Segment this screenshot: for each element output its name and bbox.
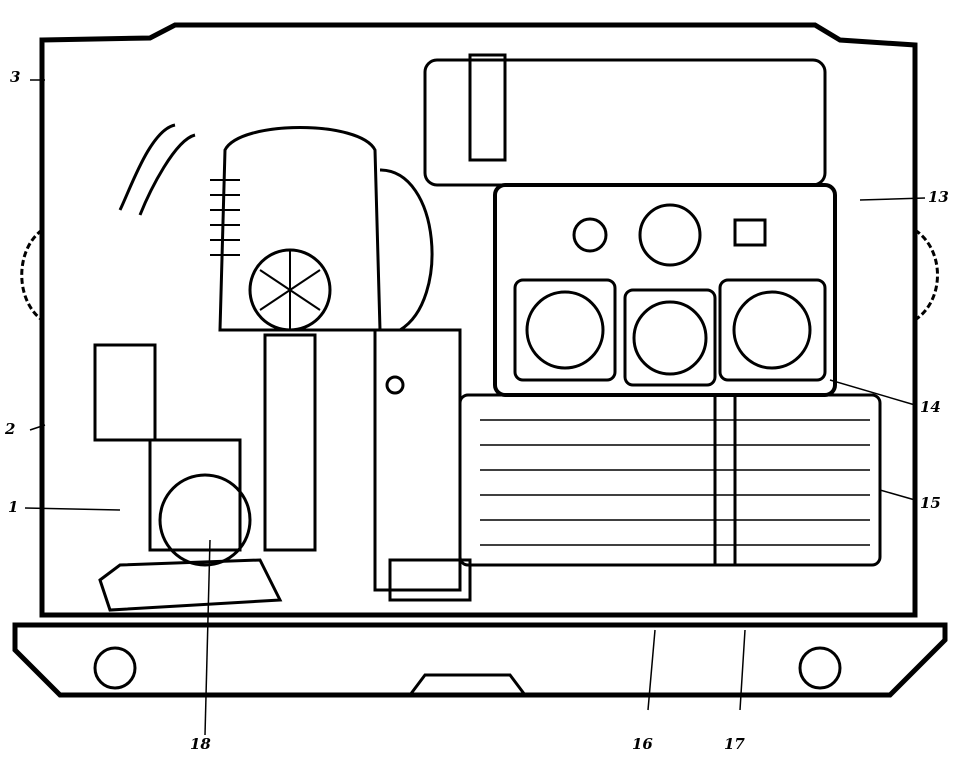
left-handle [20,228,43,322]
generator-fins [480,419,870,546]
engine-mount [98,558,283,612]
starter-housing [148,438,242,552]
meter-right-dial [732,290,812,370]
callout-1: 1 [8,498,19,516]
fan-spokes [259,250,321,330]
crankcase-column [263,333,317,552]
callout-2: 2 [5,420,16,438]
switch-top-right [733,218,767,247]
callout-14: 14 [920,398,941,416]
right-handle [914,228,939,322]
cooling-fins [210,179,240,256]
air-filter [379,168,434,332]
fuel-tank [423,58,827,187]
callout-17: 17 [724,735,745,753]
gauge-top-center [638,203,702,267]
starter-pulley [158,473,252,567]
coupling [388,558,472,602]
fuel-filter [468,53,507,162]
gauge-top-left [572,217,608,253]
meter-left-dial [525,290,605,370]
meter-right [718,278,827,382]
callout-3: 3 [10,68,21,86]
skid-notch [408,673,527,696]
meter-left [513,278,617,382]
skid-wheel-right [798,646,842,690]
callout-leaders [24,79,926,736]
callout-16: 16 [632,735,653,753]
callout-13: 13 [928,188,949,206]
fuel-pump-column [373,328,462,592]
exhaust-pipe [118,123,196,216]
meter-center [623,288,717,387]
pump-bulb [385,375,405,395]
callout-18: 18 [190,735,211,753]
callout-15: 15 [920,494,941,512]
magneto [93,343,157,442]
generator-strap [713,393,737,567]
base-skid [12,622,948,698]
meter-center-dial [632,300,708,376]
skid-wheel-left [93,646,137,690]
housing-frame [39,22,918,618]
engine-cylinder-head [218,126,382,332]
